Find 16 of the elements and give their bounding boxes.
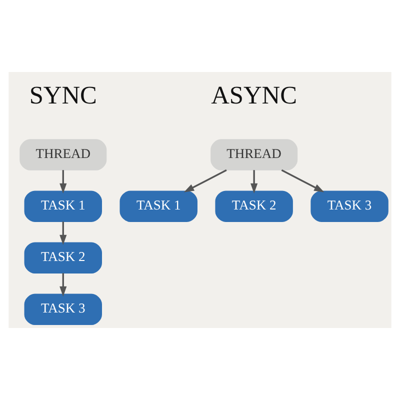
node-box: TASK 3 (24, 294, 102, 326)
node-box: TASK 1 (120, 190, 198, 222)
node-box: TASK 1 (24, 190, 102, 222)
node-box: TASK 3 (310, 190, 388, 222)
node-box: THREAD (210, 139, 298, 170)
arrow (60, 273, 67, 297)
arrow (281, 169, 324, 192)
arrow (184, 169, 227, 192)
node-box: TASK 2 (24, 242, 102, 274)
label: SYNC (29, 81, 97, 110)
node-box: TASK 2 (215, 190, 293, 222)
arrow (60, 170, 67, 194)
arrow (60, 222, 67, 246)
arrow (250, 170, 258, 194)
node-box: THREAD (20, 139, 107, 170)
label: ASYNC (211, 81, 297, 110)
